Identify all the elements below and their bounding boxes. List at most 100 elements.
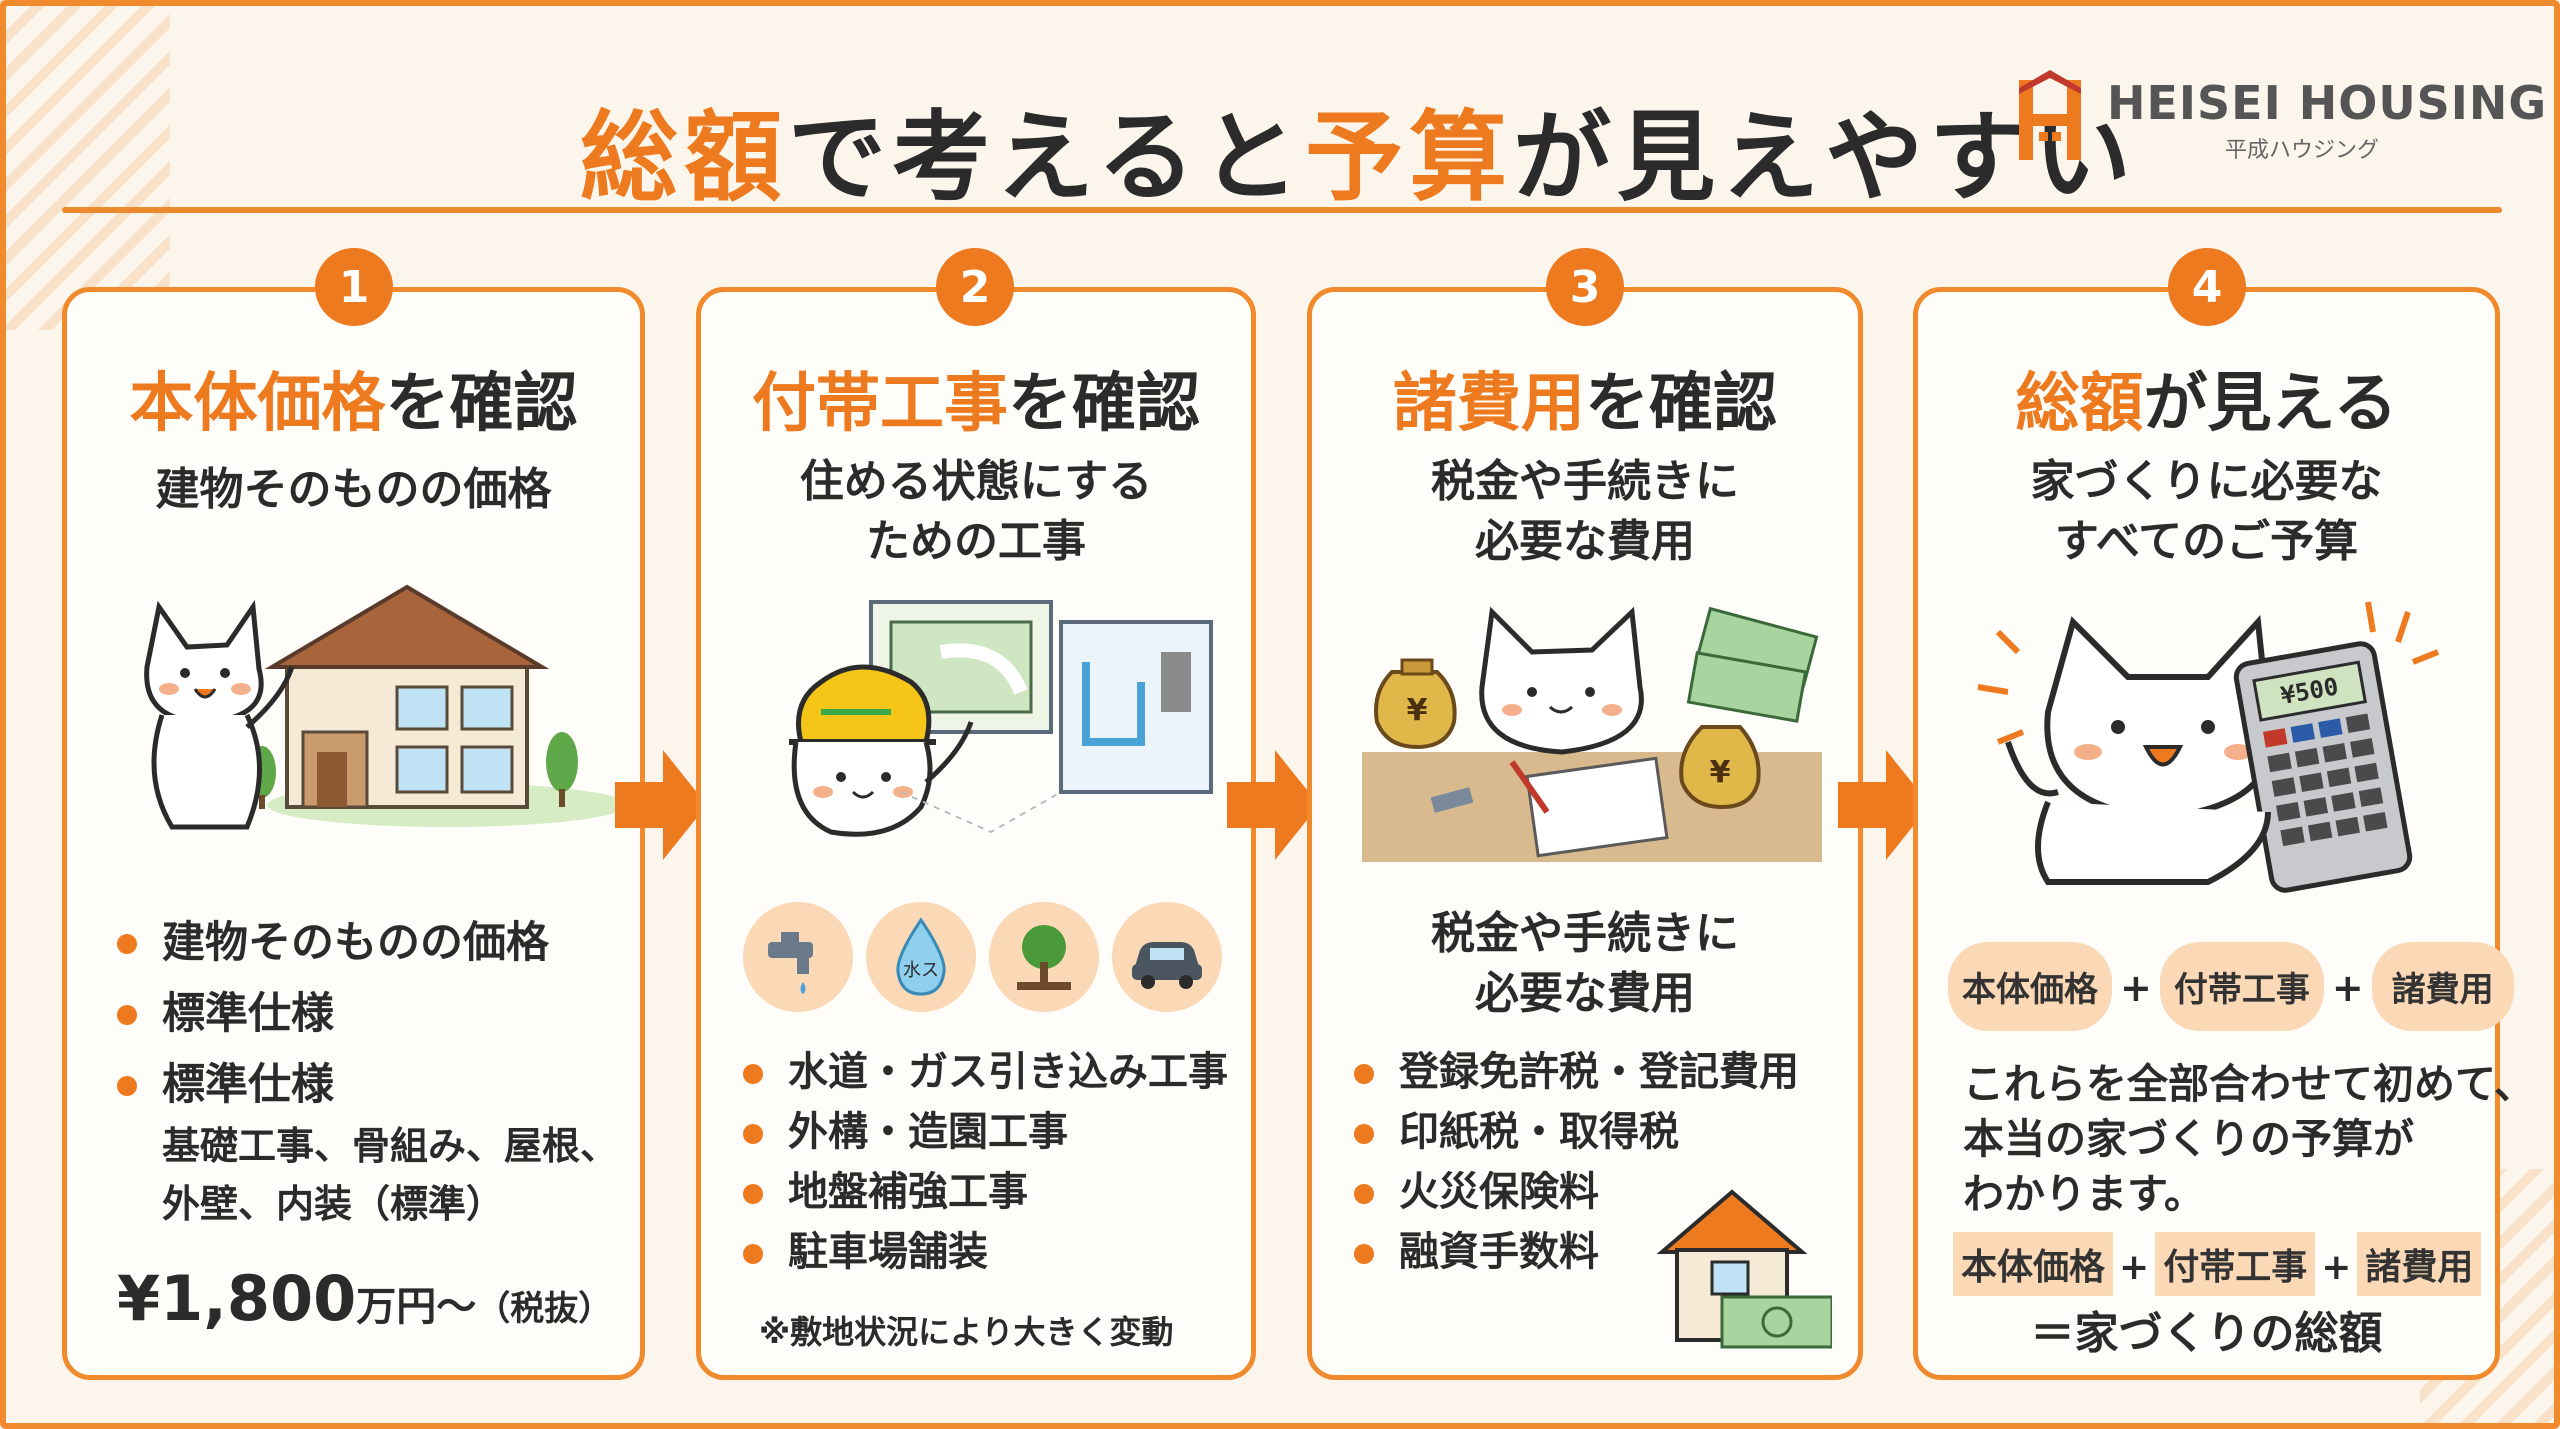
cat-paperwork-illustration: ¥ ¥: [1362, 606, 1822, 862]
total-explanation: これらを全部合わせて初めて、 本当の家づくりの予算が わかります。: [1963, 1057, 2535, 1222]
title-part: 予算: [1305, 101, 1514, 215]
step-subtitle-line: 必要な費用: [1475, 968, 1695, 1019]
title-underline: [62, 207, 2502, 213]
step-subtitle-line: 税金や手続きに: [1431, 908, 1739, 959]
bullet-dot: [117, 1076, 137, 1096]
plus-sign: +: [2119, 1247, 2150, 1288]
price-unit: 万円〜: [356, 1284, 477, 1330]
step-subtitle: 住める状態にする ための工事: [701, 452, 1251, 572]
formula-pill: 諸費用: [2371, 942, 2514, 1031]
step-title-highlight: 諸費用: [1393, 367, 1585, 441]
step-number-badge: 3: [1546, 248, 1624, 326]
bullet-dot: [1354, 1184, 1374, 1204]
arrow-right-icon: [615, 750, 707, 860]
list-item: 水道・ガス引き込み工事: [743, 1042, 1228, 1102]
list-item: 印紙税・取得税: [1354, 1102, 1799, 1162]
logo-name-jp: 平成ハウジング: [2225, 138, 2380, 163]
list-item: 火災保険料: [1354, 1162, 1799, 1222]
step-number-badge: 1: [315, 248, 393, 326]
list-item-text: 火災保険料: [1399, 1169, 1599, 1215]
step-card-1: 本体価格を確認 建物そのものの価格 建物そのものの価格 標準仕様 標準仕様 基礎…: [62, 287, 645, 1380]
utility-icon-row: 水ス: [743, 902, 1223, 1012]
step-title-rest: を確認: [1585, 367, 1777, 441]
list-item: 駐車場舗装: [743, 1222, 1228, 1282]
yen-bag-label: ¥: [1710, 755, 1731, 790]
price-value: ¥1,800: [117, 1262, 357, 1335]
bullet-dot: [117, 934, 137, 954]
step-title-highlight: 本体価格: [129, 367, 386, 441]
list-item: 地盤補強工事: [743, 1162, 1228, 1222]
total-formula-pills: 本体価格+付帯工事+諸費用: [1948, 942, 2514, 1031]
step-title-rest: を確認: [385, 367, 578, 441]
detail-line: 基礎工事、骨組み、屋根、: [162, 1124, 619, 1168]
bullet-dot: [117, 1005, 137, 1025]
step-number-badge: 4: [2168, 248, 2246, 326]
cat-house-illustration: [144, 584, 627, 830]
step-subtitle: 税金や手続きに 必要な費用: [1312, 452, 1858, 572]
list-item-text: 登録免許税・登記費用: [1399, 1049, 1799, 1095]
logo-name-en: HEISEI HOUSING: [2107, 76, 2548, 130]
total-formula-chips: 本体価格+付帯工事+諸費用: [1953, 1232, 2482, 1296]
bullet-dot: [743, 1124, 763, 1144]
bullet-dot: [743, 1064, 763, 1084]
plus-sign: +: [2331, 966, 2364, 1010]
title-part: で考えると: [788, 101, 1306, 215]
cat-construction-illustration: [789, 600, 1213, 837]
cat-calculator-illustration: ¥500: [1977, 601, 2440, 893]
step-title: 総額が見える: [1918, 352, 2495, 444]
step-card-3: 諸費用を確認 税金や手続きに 必要な費用 ¥ ¥ 税金や手続きに 必要な費用 登…: [1307, 287, 1863, 1380]
page-title: 総額で考えると予算が見えやすい: [580, 78, 2137, 220]
step-subtitle-line: 必要な費用: [1475, 516, 1695, 567]
step-subtitle: 建物そのものの価格: [67, 460, 640, 520]
title-part: 総額: [580, 101, 789, 215]
list-item: 登録免許税・登記費用: [1354, 1042, 1799, 1102]
list-item-text: 水道・ガス引き込み工事: [788, 1049, 1228, 1095]
bullet-dot: [1354, 1124, 1374, 1144]
formula-chip: 付帯工事: [2155, 1232, 2316, 1296]
tree-icon: [989, 902, 1099, 1012]
list-item-text: 建物そのものの価格: [162, 918, 549, 968]
plus-sign: +: [2321, 1247, 2352, 1288]
explanation-line: これらを全部合わせて初めて、: [1963, 1060, 2535, 1108]
step-title: 本体価格を確認: [67, 352, 640, 444]
formula-chip: 本体価格: [1953, 1232, 2114, 1296]
list-item: 建物そのものの価格: [117, 912, 549, 975]
yen-bag-label: ¥: [1407, 693, 1428, 728]
list-item: 外構・造園工事: [743, 1102, 1228, 1162]
formula-pill: 本体価格: [1948, 942, 2112, 1031]
price-label: ¥1,800万円〜（税抜）: [117, 1262, 612, 1335]
list-item: 融資手数料: [1354, 1222, 1799, 1282]
list-item: 標準仕様: [117, 1054, 549, 1117]
formula-chip: 諸費用: [2357, 1232, 2482, 1296]
step-card-4: 総額が見える 家づくりに必要な すべてのご予算 ¥500 本体価格+付帯工事+諸…: [1913, 287, 2535, 1380]
step-bullet-list: 水道・ガス引き込み工事 外構・造園工事 地盤補強工事 駐車場舗装: [743, 1042, 1228, 1282]
bullet-dot: [743, 1244, 763, 1264]
step-title-highlight: 付帯工事: [752, 367, 1008, 441]
bullet-dot: [743, 1184, 763, 1204]
detail-line: 外壁、内装（標準）: [162, 1182, 505, 1226]
list-item-text: 標準仕様: [162, 1060, 334, 1110]
price-note: （税抜）: [476, 1289, 613, 1329]
step-card-2: 付帯工事を確認 住める状態にする ための工事 水ス 水道・ガス引き込み工事 外構…: [696, 287, 1256, 1380]
step-title-highlight: 総額: [2015, 367, 2144, 441]
arrow-right-icon: [1838, 750, 1930, 860]
bullet-dot: [1354, 1064, 1374, 1084]
step-title: 付帯工事を確認: [701, 352, 1251, 444]
explanation-line: わかります。: [1963, 1170, 2205, 1218]
step-subtitle-line: すべてのご予算: [2054, 516, 2359, 567]
list-item-text: 印紙税・取得税: [1399, 1109, 1679, 1155]
arrow-right-icon: [1227, 750, 1319, 860]
step-note: ※敷地状況により大きく変動: [759, 1313, 1174, 1351]
step-subtitle-secondary: 税金や手続きに 必要な費用: [1312, 904, 1858, 1024]
step-title: 諸費用を確認: [1312, 352, 1858, 444]
house-money-icon: [1656, 1189, 1832, 1349]
water-drop-label: 水ス: [903, 960, 939, 981]
step-title-rest: を確認: [1008, 367, 1200, 441]
step-subtitle-line: ための工事: [866, 516, 1086, 567]
water-drop-icon: 水ス: [866, 902, 976, 1012]
list-item-text: 融資手数料: [1399, 1229, 1599, 1275]
company-logo: HEISEI HOUSING 平成ハウジング: [2015, 70, 2546, 170]
total-result: ＝家づくりの総額: [2030, 1308, 2383, 1359]
house-logo-icon: [2019, 70, 2081, 160]
step-subtitle-line: 税金や手続きに: [1431, 456, 1739, 507]
